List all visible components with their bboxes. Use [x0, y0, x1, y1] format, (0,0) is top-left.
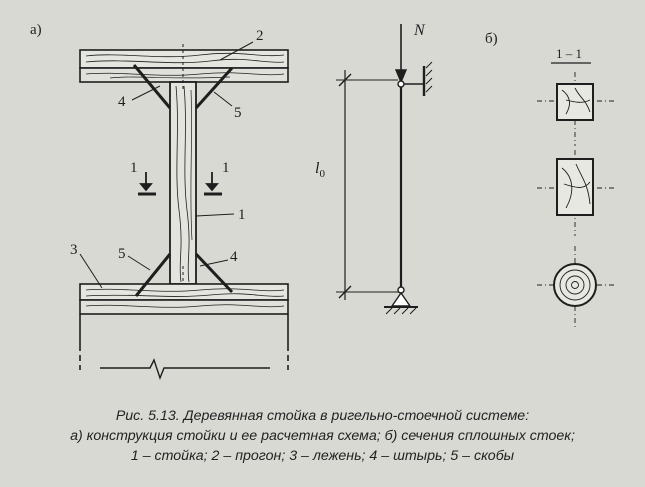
purlin-beam [79, 49, 289, 83]
callout-1: 1 [238, 207, 246, 223]
length-symbol: l [315, 160, 320, 177]
panel-b-label: б) [485, 31, 498, 47]
callout-3: 3 [70, 242, 78, 258]
length-subscript: 0 [319, 168, 325, 180]
section-cut-marks [138, 172, 222, 196]
wooden-post [169, 44, 197, 300]
section-square [537, 72, 615, 146]
caption-line-1: Рис. 5.13. Деревянная стойка в ригельно-… [115, 408, 530, 424]
callout-2: 2 [256, 28, 264, 44]
callout-4-top: 4 [118, 94, 126, 110]
section-title: 1 – 1 [556, 46, 582, 61]
design-scheme [336, 24, 433, 315]
foundation [79, 314, 289, 381]
section-round [537, 246, 615, 328]
caption-line-2: а) конструкция стойки и ее расчетная схе… [70, 428, 575, 444]
callout-4-bottom: 4 [230, 249, 238, 265]
staples [132, 64, 234, 297]
figure-caption: Рис. 5.13. Деревянная стойка в ригельно-… [0, 406, 645, 466]
section-rectangle [537, 150, 615, 236]
cross-sections [537, 62, 615, 328]
callout-5-bottom: 5 [118, 246, 126, 262]
effective-length-label: l0 [315, 160, 325, 180]
panel-a-label: а) [30, 22, 42, 38]
section-mark-left: 1 [130, 160, 138, 176]
diagram-figure: а) б) 2 4 5 1 3 5 4 1 1 N l0 1 – 1 [30, 22, 615, 381]
leader-lines [79, 41, 254, 289]
section-mark-right: 1 [222, 160, 230, 176]
callout-5-top: 5 [234, 105, 242, 121]
caption-line-3: 1 – стойка; 2 – прогон; 3 – лежень; 4 – … [130, 448, 515, 464]
sill-beam [79, 283, 289, 315]
force-label: N [413, 22, 426, 39]
